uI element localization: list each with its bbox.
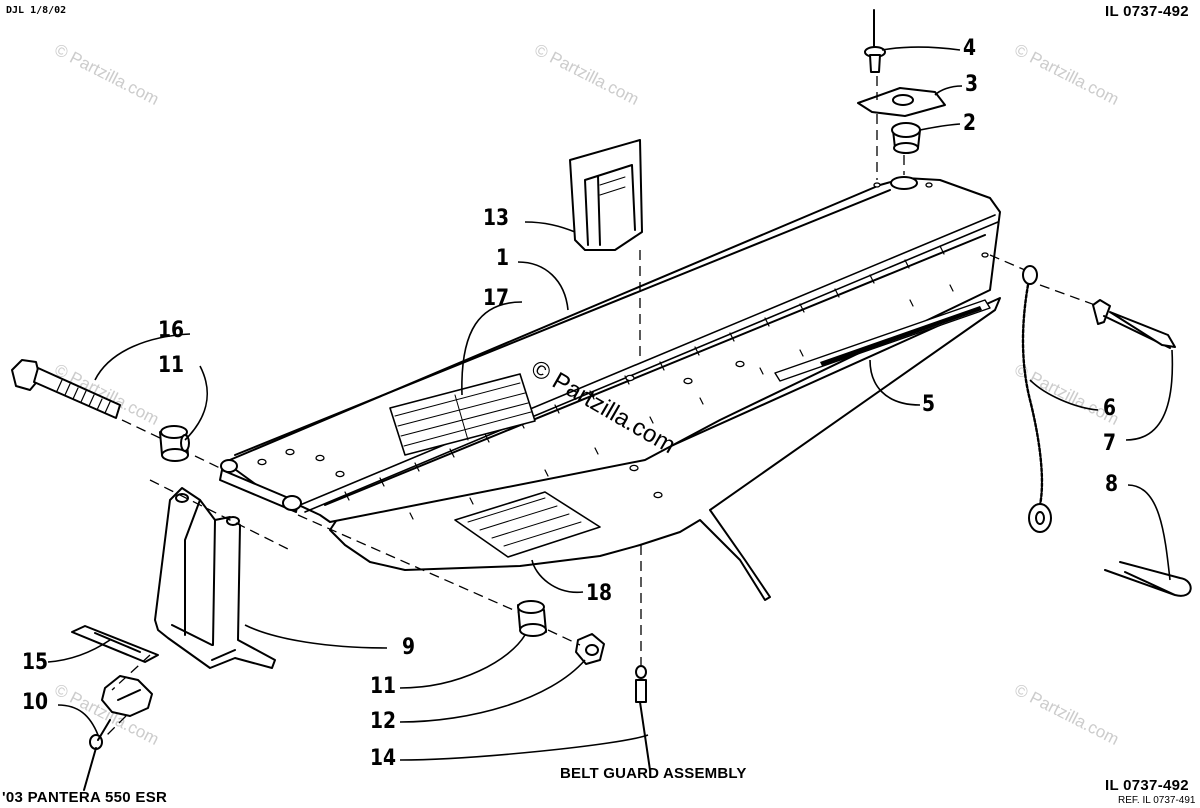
- rivet-4: [864, 9, 886, 73]
- illustration-id-top: IL 0737-492: [1105, 3, 1189, 20]
- callout-10: 10: [22, 690, 49, 715]
- hairpin-8: [1104, 561, 1192, 597]
- pin-7: [1092, 299, 1176, 349]
- rivet-14: [635, 665, 651, 771]
- pivot-tube: [219, 469, 299, 513]
- strap-15: [71, 625, 159, 663]
- illustration-id-bottom: IL 0737-492: [1105, 777, 1189, 794]
- warning-label-18: [454, 491, 601, 558]
- plate-3: [857, 87, 946, 117]
- warning-label-17-lines: [394, 382, 532, 447]
- bushing-11-upper: [159, 425, 190, 462]
- assembly-centerlines: [103, 76, 1096, 739]
- leader-lines: [47, 46, 1174, 761]
- bolt-16: [11, 359, 121, 419]
- nut-12: [575, 633, 605, 665]
- callout-17: 17: [483, 286, 510, 311]
- warning-label-18-lines: [467, 497, 582, 547]
- lanyard-6: [1021, 265, 1052, 533]
- knob-10: [101, 675, 153, 717]
- date-code: DJL 1/8/02: [6, 5, 67, 16]
- callout-8: 8: [1105, 472, 1119, 497]
- mounting-holes: [257, 182, 989, 499]
- callout-11-upper: 11: [158, 353, 185, 378]
- callout-1: 1: [496, 246, 510, 271]
- callout-6: 6: [1103, 396, 1117, 421]
- hinge-rod: [299, 214, 999, 513]
- guard-top-ridge: [234, 189, 986, 506]
- top-grommet-hole: [890, 176, 918, 190]
- warning-label-17: [389, 373, 536, 456]
- bushing-11-lower: [517, 600, 547, 637]
- callout-15: 15: [22, 650, 49, 675]
- callout-2: 2: [963, 111, 977, 136]
- callout-7: 7: [1103, 431, 1117, 456]
- grommet-2: [891, 122, 921, 154]
- clip-13: [569, 139, 643, 251]
- assembly-caption: BELT GUARD ASSEMBLY: [560, 765, 747, 782]
- reference-id: REF. IL 0737-491: [1118, 795, 1196, 806]
- callout-11-lower: 11: [370, 674, 397, 699]
- model-name: '03 PANTERA 550 ESR: [2, 789, 168, 806]
- callout-16: 16: [158, 318, 185, 343]
- callout-5: 5: [922, 392, 936, 417]
- callout-12: 12: [370, 709, 397, 734]
- callout-4: 4: [963, 36, 977, 61]
- callout-3: 3: [965, 72, 979, 97]
- callout-18: 18: [586, 581, 613, 606]
- flange-dashes: [409, 284, 954, 520]
- rivet-10: [83, 719, 111, 791]
- callout-14: 14: [370, 746, 397, 771]
- callout-13: 13: [483, 206, 510, 231]
- callout-9: 9: [402, 635, 416, 660]
